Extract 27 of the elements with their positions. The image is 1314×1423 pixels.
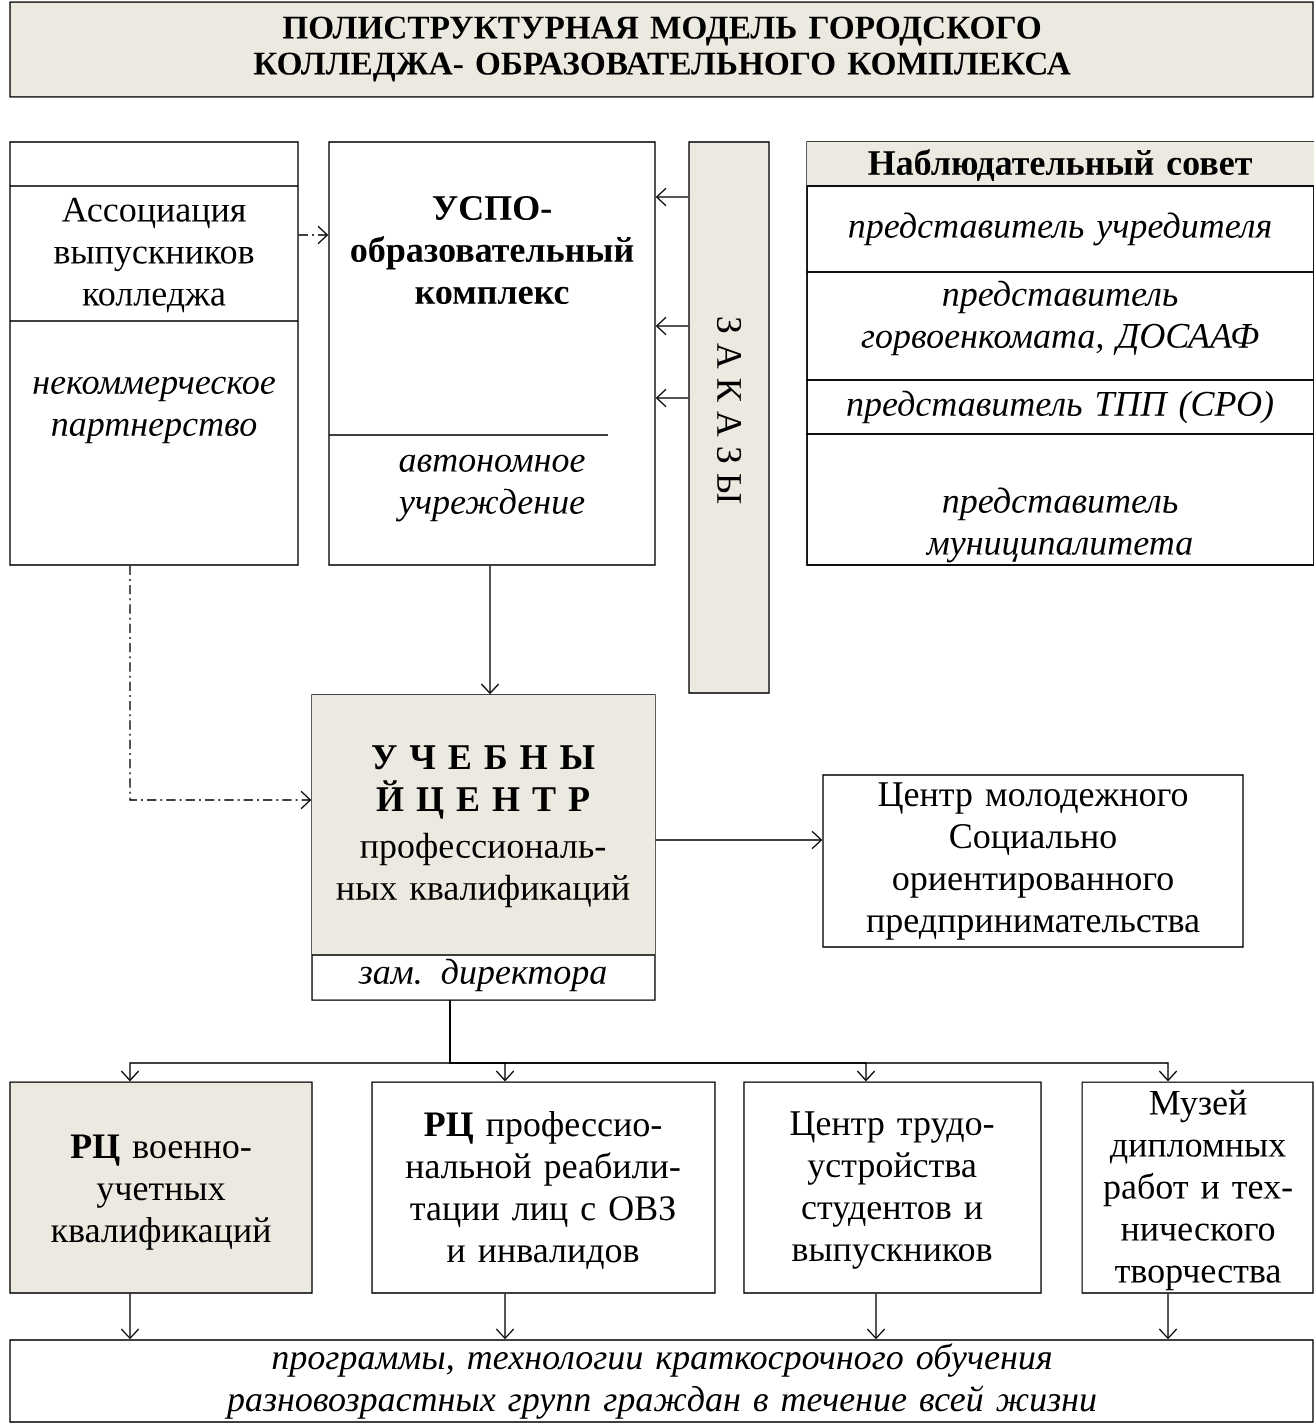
arrow	[449, 1000, 1178, 1082]
arrow	[495, 1293, 515, 1340]
process-box: Музей дипломных работ и тех- нического творчества	[1081, 1081, 1314, 1294]
title-banner: ПОЛИСТРУКТУРНАЯ МОДЕЛЬ ГОРОДСКОГО КОЛЛЕДЖА- ОБРАЗОВАТЕЛЬНОГО КОМПЛЕКСА	[9, 1, 1314, 98]
arrow	[654, 830, 823, 850]
organization-box: Ассоциация выпускников колледжа некоммерческое партнерство	[9, 141, 299, 566]
arrow	[655, 316, 689, 336]
result-box: программы, технологии краткосрочного обучения разновозрастных групп граждан в течение всей жизни	[9, 1339, 1314, 1423]
arrow	[655, 388, 689, 408]
table-row: представитель ТПП (СРО)	[806, 379, 1314, 435]
arrow	[129, 564, 312, 810]
arrow	[298, 225, 329, 245]
table-row: представитель муниципалитета	[806, 433, 1314, 566]
arrow	[480, 564, 500, 695]
process-box: Центр трудо- устройства студентов и выпускников	[743, 1081, 1042, 1294]
vertical-bar: З А К А З Ы	[688, 141, 770, 694]
arrow	[120, 1293, 140, 1340]
table-row: представитель горвоенкомата, ДОСААФ	[806, 271, 1314, 381]
arrow	[655, 187, 689, 207]
organization-box: УСПО- образовательный комплекс автономное учреждение	[328, 141, 656, 566]
arrow	[866, 1293, 886, 1340]
table-row: представитель учредителя	[806, 185, 1314, 273]
arrow	[1158, 1293, 1178, 1340]
process-box: РЦ военно- учетных квалификаций	[9, 1081, 313, 1294]
center-box: У Ч Е Б Н Ы Й Ц Е Н Т Р профессиональ- ных квалификаций зам. директора	[311, 694, 656, 1001]
process-box: Центр молодежного Социально ориентированного предпринимательства	[822, 774, 1244, 948]
process-box: РЦ профессио- нальной реабили- тации лиц с ОВЗ и инвалидов	[371, 1081, 716, 1294]
